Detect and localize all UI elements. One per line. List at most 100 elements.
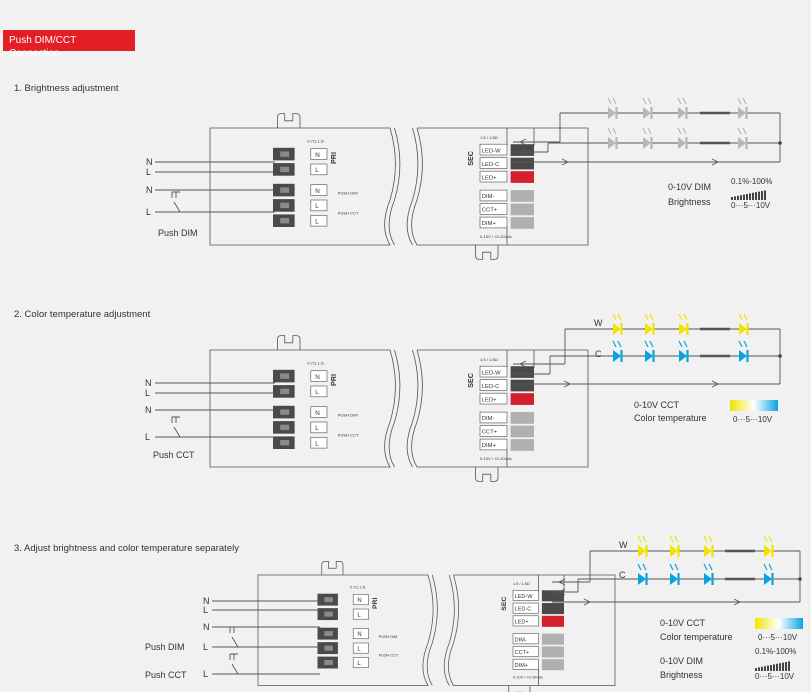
led-ray bbox=[682, 127, 687, 135]
pri-terminal-label-box bbox=[310, 385, 328, 398]
led-ray bbox=[612, 127, 617, 135]
pri-terminal-label-box bbox=[310, 184, 328, 196]
led-ray bbox=[647, 127, 652, 135]
housing-detail bbox=[506, 350, 535, 468]
cct-title: 0-10V CCT bbox=[660, 618, 706, 628]
led-ray bbox=[708, 563, 713, 571]
pri-terminal-label: L bbox=[357, 647, 361, 653]
push-switch bbox=[228, 653, 239, 675]
sec-terminal-label: LED+ bbox=[515, 619, 529, 625]
pri-label: PRI bbox=[329, 374, 338, 386]
level-bar bbox=[758, 191, 760, 200]
led-ray bbox=[677, 97, 682, 105]
sec-terminal-label: LED-W bbox=[515, 594, 534, 600]
dim-title: 0-10V DIM bbox=[660, 656, 703, 666]
led-ray bbox=[612, 97, 617, 105]
led-icon bbox=[677, 97, 688, 119]
primary-housing bbox=[209, 349, 396, 468]
led-ray bbox=[649, 313, 654, 321]
section-title-3: 3. Adjust brightness and color temperatu… bbox=[14, 543, 239, 554]
sec-terminal-label: CCT+ bbox=[482, 430, 498, 436]
sec-terminal-label-box bbox=[512, 590, 539, 601]
pri-terminal-screw bbox=[280, 409, 290, 415]
led-triangle bbox=[645, 350, 653, 362]
led-ray bbox=[683, 313, 688, 321]
pri-terminal-label: L bbox=[357, 613, 361, 619]
mount-tab bbox=[277, 335, 301, 350]
push-label: Push CCT bbox=[153, 450, 195, 460]
cut-line bbox=[406, 349, 419, 468]
mains-label: L bbox=[146, 207, 151, 217]
pri-terminal-screw bbox=[324, 611, 333, 617]
arrow-icon bbox=[557, 588, 566, 596]
led-ray bbox=[742, 127, 747, 135]
led-ray bbox=[647, 97, 652, 105]
led-ray bbox=[677, 127, 682, 135]
led-ray bbox=[674, 563, 679, 571]
sec-terminal-label: LED-C bbox=[515, 607, 532, 613]
level-bar bbox=[773, 664, 775, 671]
mount-tab bbox=[321, 561, 344, 575]
sec-terminal bbox=[541, 615, 564, 627]
mains-label: L bbox=[203, 605, 208, 615]
primary-housing bbox=[209, 127, 396, 246]
led-ray bbox=[674, 535, 679, 543]
level-bar bbox=[743, 194, 745, 200]
sec-terminal bbox=[510, 393, 534, 405]
led-ray bbox=[642, 563, 647, 571]
section-badge: Push DIM/CCT Connection bbox=[3, 30, 135, 59]
pri-label: PRI bbox=[372, 598, 379, 609]
led-triangle bbox=[638, 545, 646, 557]
led-ray bbox=[607, 97, 612, 105]
led-icon bbox=[703, 563, 714, 585]
led-ray bbox=[644, 340, 649, 348]
sec-terminal-label: LED+ bbox=[482, 175, 497, 181]
cut-line bbox=[443, 574, 455, 686]
level-bar bbox=[746, 194, 748, 200]
led-ray bbox=[612, 313, 617, 321]
led-icon bbox=[737, 127, 748, 149]
sec-terminal-label: CCT+ bbox=[482, 208, 498, 214]
pri-label: PRI bbox=[329, 152, 338, 164]
sec-terminal-label-box bbox=[479, 216, 508, 229]
sec-terminal-label: DIM- bbox=[482, 194, 495, 200]
sec-terminal bbox=[510, 203, 534, 216]
pri-terminal-screw bbox=[280, 440, 290, 446]
pri-terminal-label: L bbox=[315, 167, 319, 174]
led-triangle bbox=[764, 545, 772, 557]
level-bar bbox=[788, 661, 790, 671]
pri-note: PUSH DIM bbox=[379, 635, 398, 639]
level-bar bbox=[764, 190, 766, 200]
level-bar bbox=[770, 665, 772, 671]
sec-note: 0-10V / +0-10Vdc bbox=[480, 456, 512, 461]
led-ray bbox=[642, 535, 647, 543]
level-bar bbox=[731, 197, 733, 200]
arrow-icon bbox=[733, 598, 742, 606]
pri-terminal-label: L bbox=[357, 661, 361, 667]
led-ray bbox=[642, 127, 647, 135]
mains-label: N bbox=[203, 596, 210, 606]
led-icon bbox=[677, 127, 688, 149]
mains-label: N bbox=[145, 405, 152, 415]
led-icon bbox=[637, 535, 648, 557]
level-bar bbox=[749, 193, 751, 200]
led-icon bbox=[644, 340, 655, 362]
led-icon bbox=[644, 313, 655, 335]
sec-terminal-label-box bbox=[479, 189, 508, 202]
pri-terminal-label: N bbox=[357, 632, 361, 638]
pri-terminal-screw bbox=[280, 218, 290, 224]
pri-terminal-label: L bbox=[315, 440, 319, 447]
sec-terminal-label-box bbox=[479, 438, 508, 451]
pri-terminal-label-box bbox=[352, 628, 369, 640]
sec-terminal-label: LED-W bbox=[482, 370, 501, 376]
mains-label: L bbox=[203, 669, 208, 679]
led-icon bbox=[678, 313, 689, 335]
led-ray bbox=[743, 340, 748, 348]
pri-terminal-screw bbox=[280, 151, 290, 157]
housing-detail bbox=[506, 128, 535, 246]
led-triangle bbox=[739, 350, 747, 362]
level-bar bbox=[779, 663, 781, 671]
led-ray bbox=[669, 563, 674, 571]
led-icon bbox=[703, 535, 714, 557]
led-triangle bbox=[678, 107, 686, 119]
